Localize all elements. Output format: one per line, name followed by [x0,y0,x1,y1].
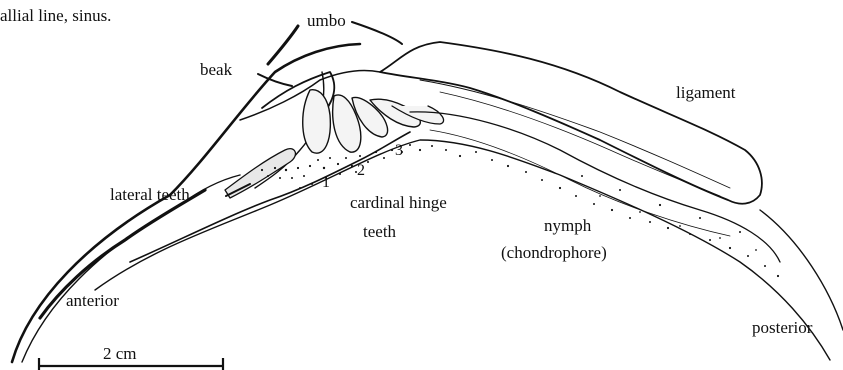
cardinal-tooth-1 [303,90,331,153]
umbo-leader [352,22,402,44]
label-cardinal-hinge: cardinal hinge [350,193,447,213]
label-beak: beak [200,60,232,80]
label-tooth-3: 3 [395,141,403,161]
label-umbo: umbo [307,11,346,31]
scale-bar-label: 2 cm [103,344,137,364]
label-posterior: posterior [752,318,812,338]
label-tooth-1: 1 [322,173,330,193]
label-tooth-2: 2 [357,161,365,181]
label-nymph: nymph [544,216,591,236]
label-cardinal-teeth: teeth [363,222,396,242]
caption-fragment: allial line, sinus. [0,6,111,26]
label-chondrophore: (chondrophore) [501,243,607,263]
label-ligament: ligament [676,83,735,103]
label-lateral-teeth: lateral teeth [110,185,190,205]
label-anterior: anterior [66,291,119,311]
